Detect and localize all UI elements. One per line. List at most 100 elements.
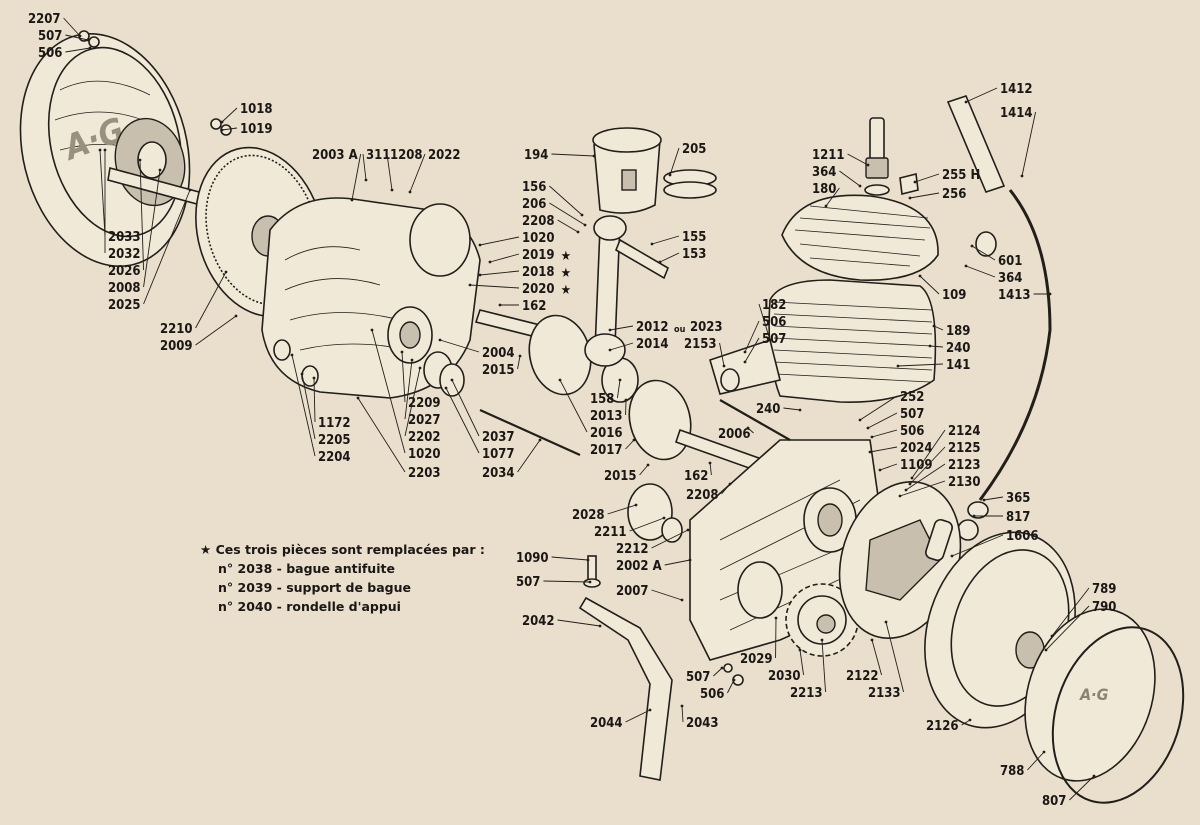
part-callout-2009: 2009 [160,314,238,354]
leader-line [721,483,731,495]
part-number-label: 2037 [482,430,515,445]
part-number-label: 364 [812,165,836,180]
part-number-label: 162 [522,299,546,314]
star-icon: ★ [561,266,572,281]
leader-line [543,580,591,583]
part-callout-2123: 2123 [904,458,981,492]
part-callout-2004: 2004 [438,338,515,361]
part-callout-182: 182 [758,298,786,342]
leader-line [651,529,689,549]
part-callout-155: 155 [650,230,706,246]
leader-line [911,429,946,479]
leader-arrow [618,378,622,382]
leader-arrow [588,580,592,584]
part-number-label: 252 [900,390,924,405]
part-number-label: 2003 A [312,148,358,163]
leader-line [221,127,238,131]
leader-line [951,534,1004,557]
leader-line [897,363,944,367]
leader-line [609,342,634,351]
leader-arrow [138,158,142,162]
leader-arrow [498,303,502,307]
leader-arrow [743,350,747,354]
part-number-label: 2030 [768,669,801,684]
part-callout-817: 817 [972,510,1030,525]
leader-arrow [932,324,936,328]
part-number-label: 507 [516,575,540,590]
leader-arrow [970,244,974,248]
part-callout-2208: 2208 [522,214,580,234]
leader-line [517,355,521,370]
leader-arrow [78,34,82,38]
leader-arrow [598,624,602,628]
leader-line [479,270,520,276]
leader-line [629,517,665,532]
part-callout-790: 790 [1044,600,1116,652]
part-callout-788: 788 [1000,750,1046,779]
leader-arrow [488,260,492,264]
left-crankcase [261,197,481,399]
part-number-label: 2205 [318,433,351,448]
leader-arrow [632,438,636,442]
leader-arrow [438,338,442,342]
leader-line [616,379,621,399]
part-callout-153: 153 [658,247,706,264]
ht-lead [946,95,1052,541]
part-callout-2208: 2208 [686,482,732,503]
leader-line [439,339,480,353]
leader-line [1021,111,1037,177]
part-callout-2210: 2210 [160,270,228,337]
leader-arrow [866,426,870,430]
leader-arrow [410,358,414,362]
part-number-label: 1412 [1000,82,1033,97]
leader-line [783,407,801,411]
part-number-label: 2130 [948,475,981,490]
part-number-label: 2208 [686,488,719,503]
star-icon: ★ [200,542,212,557]
part-number-label: 256 [942,187,966,202]
leader-arrow [918,274,922,278]
part-number-label: 364 [998,271,1022,286]
leader-arrow [576,230,580,234]
leader-arrow [668,173,672,177]
part-number-label: 1606 [1006,529,1039,544]
note-header-text: Ces trois pièces sont remplacées par : [215,542,485,557]
leader-line [664,559,691,566]
part-number-label: 1018 [240,102,273,117]
leader-arrow [518,354,522,358]
part-number-label: 2026 [108,264,141,279]
note-item-num: n° 2040 [218,599,273,614]
leader-arrow [300,372,304,376]
leader-arrow [870,435,874,439]
part-number-label: 2017 [590,443,623,458]
outer-cover: A·G [1024,608,1185,804]
part-callout-506: 506 [38,46,92,61]
part-number-label: 2203 [408,466,441,481]
leader-arrow [478,273,482,277]
leader-line [659,252,680,263]
part-number-label: 2211 [594,525,627,540]
part-number-label: 2126 [926,719,959,734]
leader-line [744,337,760,363]
part-number-label: 2212 [616,542,649,557]
part-number-label: 153 [682,247,706,262]
leader-line [551,153,595,157]
part-callout-2122: 2122 [846,638,882,684]
part-callout-2022: 2022 [408,148,461,194]
part-number-label: 2210 [160,322,193,337]
leader-line [1069,775,1095,801]
leader-arrow [478,243,482,247]
part-callout-2034: 2034 [482,438,542,481]
part-callout-1018: 1018 [220,102,273,124]
part-number-label: 2034 [482,466,515,481]
leader-line [362,153,367,181]
part-callout-2015: 2015 [604,463,650,484]
part-callout-1172: 1172 [312,376,351,431]
leader-arrow [234,314,238,318]
leader-arrow [538,438,542,442]
part-number-label: 2015 [604,469,637,484]
leader-arrow [878,468,882,472]
leader-line [139,159,145,271]
leader-line [859,395,898,421]
